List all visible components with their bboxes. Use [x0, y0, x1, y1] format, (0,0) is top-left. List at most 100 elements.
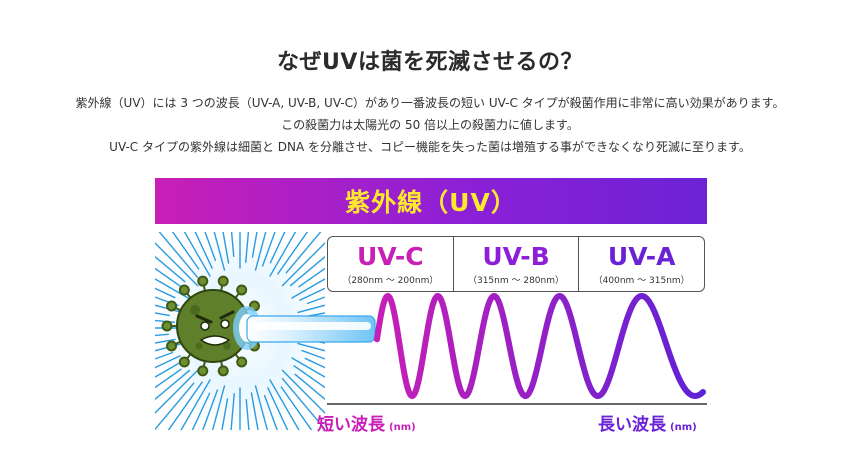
burst-line — [155, 382, 195, 430]
uv-illustration — [155, 232, 707, 430]
burst-line — [155, 368, 182, 389]
axis-label-text: 短い波長 — [317, 415, 385, 435]
burst-line — [293, 365, 325, 389]
description-line: 紫外線（UV）には 3 つの波長（UV-A, UV-B, UV-C）があり一番波… — [75, 96, 785, 110]
burst-line — [301, 349, 325, 360]
axis-label-text: 長い波長 — [598, 415, 666, 435]
virus-spike-tip — [178, 284, 190, 296]
burst-line — [155, 369, 199, 414]
burst-line — [263, 394, 278, 430]
band-name: UV-B — [482, 241, 550, 271]
virus-spike-tip — [166, 300, 178, 312]
burst-line — [155, 319, 175, 323]
burst-line — [221, 398, 229, 430]
burst-line — [281, 369, 325, 414]
burst-line — [155, 242, 199, 287]
burst-line — [167, 381, 203, 430]
burst-line — [297, 304, 325, 314]
burst-line — [183, 232, 211, 277]
burst-line — [298, 267, 325, 288]
burst-line — [171, 232, 200, 270]
uv-banner: 紫外線（UV） — [155, 178, 707, 224]
description: 紫外線（UV）には 3 つの波長（UV-A, UV-B, UV-C）があり一番波… — [0, 92, 860, 158]
uv-band-table: UV-C （280nm 〜 200nm） UV-B （315nm 〜 280nm… — [327, 236, 705, 292]
burst-line — [245, 399, 250, 430]
burst-line — [269, 232, 286, 264]
band-range: （315nm 〜 280nm） — [467, 275, 565, 286]
burst-line — [204, 232, 217, 262]
burst-line — [155, 296, 179, 307]
virus-spike-tip — [217, 275, 229, 287]
burst-line — [281, 242, 325, 287]
uv-wave — [374, 292, 706, 400]
burst-line — [269, 232, 297, 277]
burst-line — [291, 357, 325, 378]
burst-line — [155, 287, 176, 299]
band-name: UV-C — [357, 241, 424, 271]
burst-line — [202, 389, 219, 430]
burst-line — [211, 385, 226, 430]
burst-line — [250, 392, 259, 430]
virus-spike-tip — [161, 320, 173, 332]
burst-line — [261, 232, 276, 267]
burst-line — [245, 232, 250, 263]
page-title: なぜUVは菌を死滅させるの？ — [277, 50, 583, 75]
virus-spike-tip — [166, 340, 178, 352]
band-range: （280nm 〜 200nm） — [342, 275, 439, 286]
uv-beam — [233, 306, 376, 350]
burst-line — [277, 232, 309, 275]
burst-line — [297, 342, 325, 352]
virus-spike-tip — [197, 275, 209, 287]
burst-line — [304, 312, 325, 318]
burst-line — [155, 357, 189, 378]
burst-line — [213, 232, 226, 271]
band-uv-c: UV-C （280nm 〜 200nm） — [328, 237, 454, 291]
burst-line — [251, 232, 258, 258]
axis-unit: (nm) — [389, 422, 416, 433]
virus-spike-tip — [178, 356, 190, 368]
burst-line — [280, 386, 313, 430]
burst-line — [155, 351, 174, 360]
burst-line — [291, 278, 325, 299]
burst-line — [254, 232, 267, 271]
burst-line — [191, 392, 211, 430]
burst-line — [155, 278, 189, 299]
virus-spike-tip — [236, 356, 248, 368]
band-uv-a: UV-A （400nm 〜 315nm） — [579, 237, 704, 291]
virus-spike-tip — [236, 284, 248, 296]
burst-line — [267, 387, 289, 430]
uv-diagram: 紫外線（UV） UV-C （280nm 〜 200nm） UV-B （315nm… — [155, 178, 707, 435]
burst-line — [158, 232, 199, 279]
burst-line — [155, 338, 176, 344]
burst-line — [155, 255, 186, 283]
burst-line — [222, 232, 230, 264]
banner-label: 紫外線（UV） — [345, 188, 517, 217]
virus-icon — [161, 275, 265, 377]
burst-line — [269, 379, 300, 430]
long-wavelength-label: 長い波長 (nm) — [598, 410, 697, 435]
burst-line — [285, 232, 322, 274]
burst-line — [230, 393, 235, 430]
burst-line — [306, 296, 325, 305]
virus-spike-tip — [217, 365, 229, 377]
burst-line — [294, 373, 325, 401]
burst-line — [155, 312, 170, 317]
description-line: UV-C タイプの紫外線は細菌と DNA を分離させ、コピー機能を失った菌は増殖… — [109, 140, 751, 154]
burst-line — [230, 232, 235, 257]
burst-line — [281, 377, 325, 430]
virus-spike-tip — [197, 365, 209, 377]
band-range: （400nm 〜 315nm） — [593, 275, 690, 286]
burst-line — [155, 355, 181, 369]
burst-line — [155, 267, 187, 291]
burst-line — [299, 287, 325, 301]
short-wavelength-label: 短い波長 (nm) — [317, 410, 416, 435]
burst-line — [155, 369, 191, 401]
burst-line — [180, 379, 211, 430]
burst-line — [194, 232, 213, 269]
burst-line — [289, 255, 325, 287]
description-line: この殺菌力は太陽光の 50 倍以上の殺菌力に値します。 — [281, 118, 579, 132]
burst-line — [254, 385, 269, 430]
burst-line — [304, 357, 325, 369]
axis-unit: (nm) — [670, 422, 697, 433]
band-name: UV-A — [607, 241, 676, 271]
